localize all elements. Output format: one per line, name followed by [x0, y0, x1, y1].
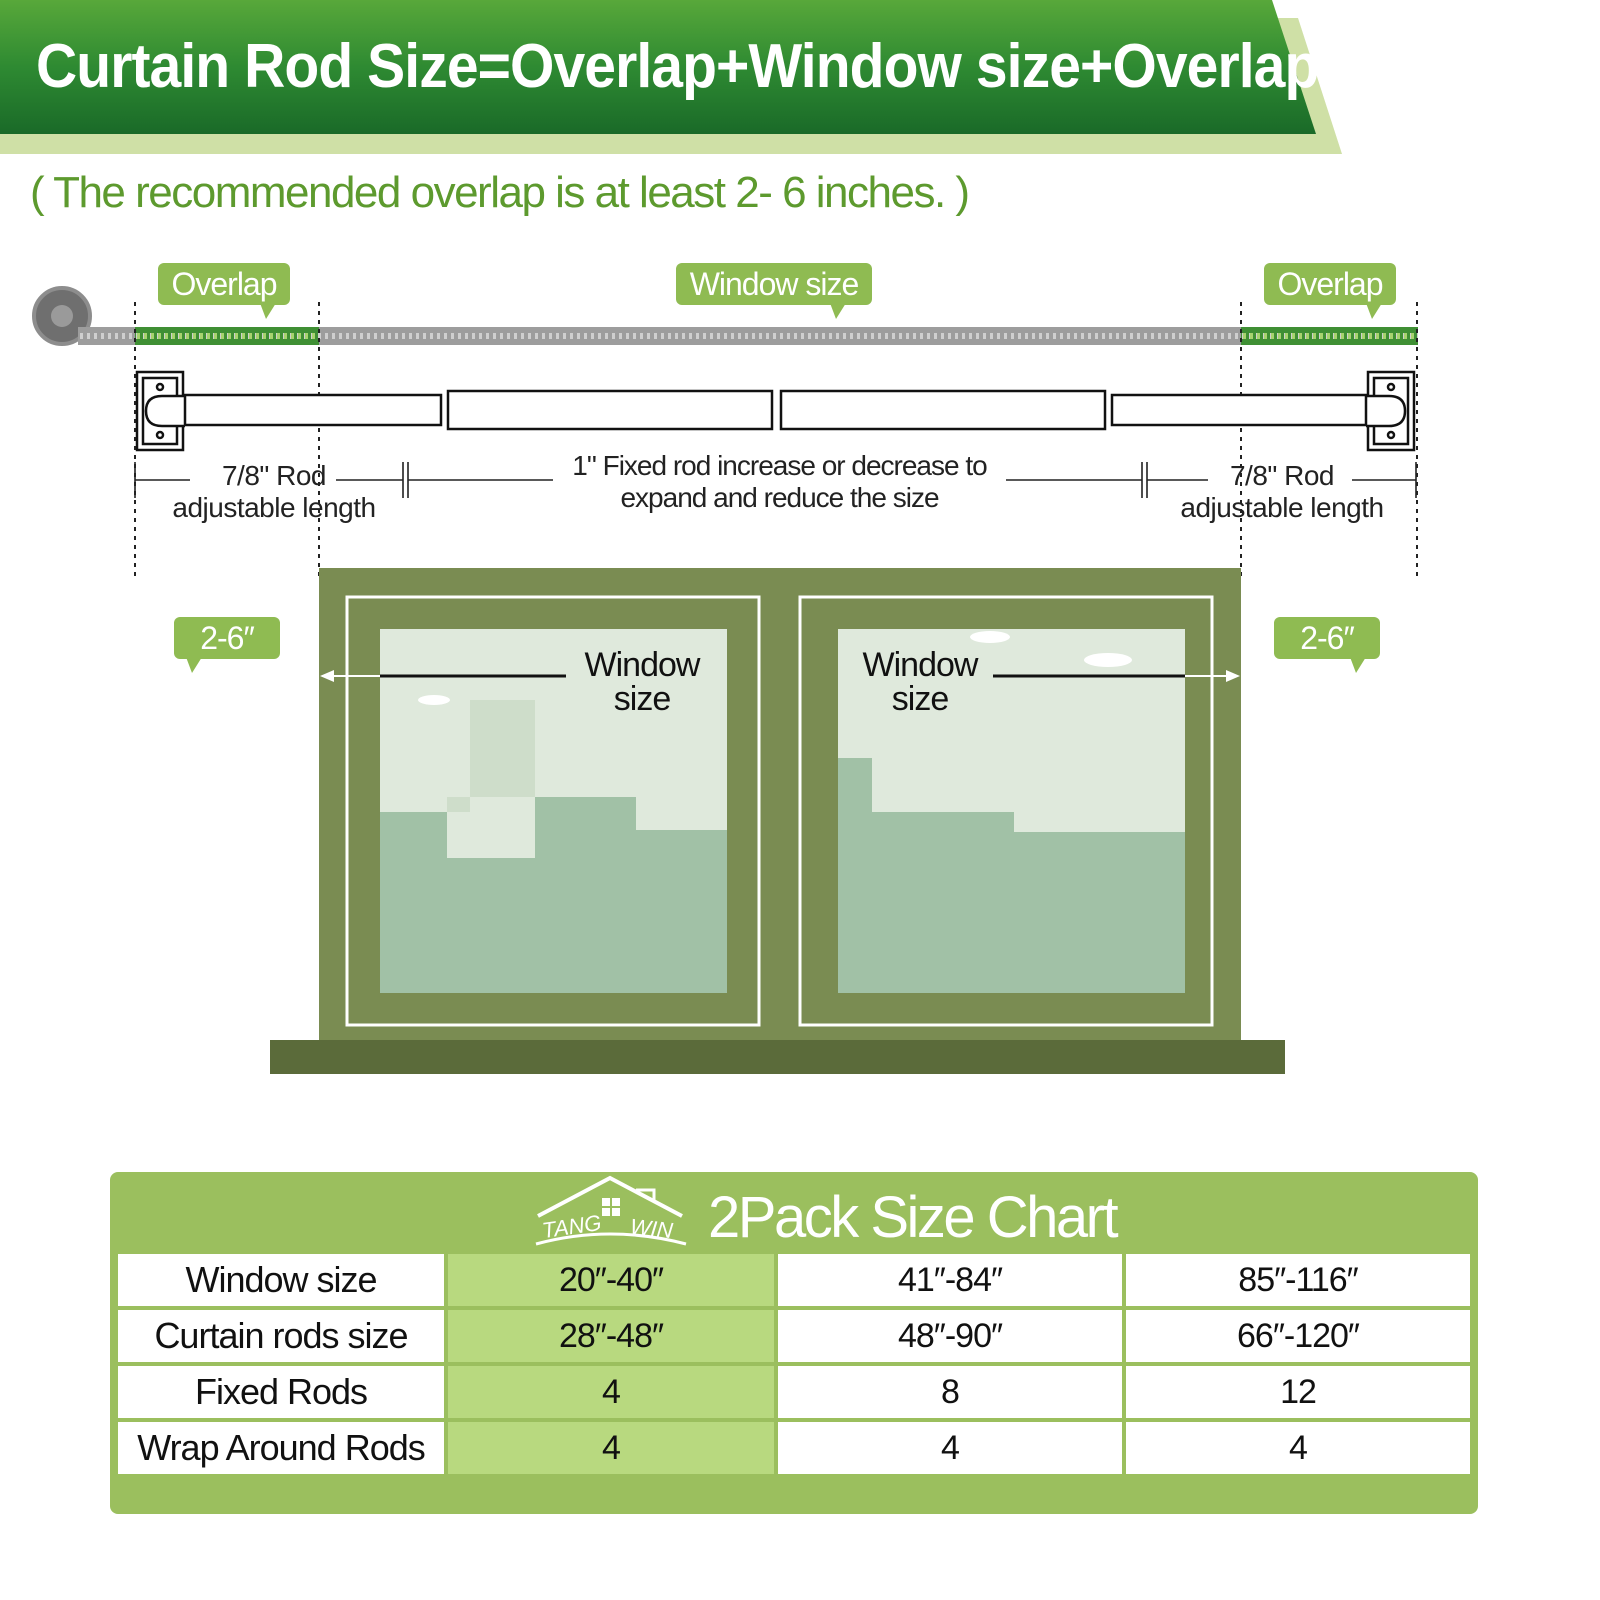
- table-cell: 12: [1126, 1366, 1470, 1418]
- table-row: Fixed Rods 4 8 12: [118, 1366, 1470, 1418]
- size-chart-table: Window size 20″-40″ 41″-84″ 85″-116″ Cur…: [114, 1250, 1474, 1478]
- rod-left-label: 7/8" Rod adjustable length: [150, 460, 398, 524]
- table-cell: 20″-40″: [448, 1254, 774, 1306]
- table-cell: 4: [448, 1366, 774, 1418]
- tape-measure: [32, 286, 1418, 346]
- rod-left-label-line2: adjustable length: [172, 492, 376, 523]
- left-gap-bubble: 2-6″: [174, 617, 280, 673]
- rod-right-label: 7/8" Rod adjustable length: [1158, 460, 1406, 524]
- table-cell: 85″-116″: [1126, 1254, 1470, 1306]
- row-label-curtain-rods-size: Curtain rods size: [118, 1310, 444, 1362]
- page-title: Curtain Rod Size=Overlap+Window size+Ove…: [36, 32, 1319, 101]
- fixed-rod-label-line1: 1" Fixed rod increase or decrease to: [572, 450, 987, 481]
- row-label-window-size: Window size: [118, 1254, 444, 1306]
- header-banner: [0, 0, 1342, 154]
- window-sill: [270, 1040, 1285, 1074]
- table-cell: 41″-84″: [778, 1254, 1122, 1306]
- right-gap-bubble: 2-6″: [1274, 617, 1380, 673]
- dimension-lines: [134, 462, 1417, 498]
- page-subtitle: ( The recommended overlap is at least 2-…: [30, 168, 970, 217]
- rod-right-label-line2: adjustable length: [1180, 492, 1384, 523]
- table-cell: 4: [1126, 1422, 1470, 1474]
- fixed-rod-label: 1" Fixed rod increase or decrease to exp…: [553, 450, 1006, 514]
- window-illustration: [270, 568, 1285, 1074]
- table-row: Wrap Around Rods 4 4 4: [118, 1422, 1470, 1474]
- rod-diagram: [32, 286, 1418, 1074]
- table-cell: 48″-90″: [778, 1310, 1122, 1362]
- table-row: Curtain rods size 28″-48″ 48″-90″ 66″-12…: [118, 1310, 1470, 1362]
- guide-lines: [134, 302, 1418, 580]
- size-chart-title: 2Pack Size Chart: [708, 1185, 1119, 1250]
- window-left-label-line1: Window: [584, 646, 701, 684]
- table-row: Window size 20″-40″ 41″-84″ 85″-116″: [118, 1254, 1470, 1306]
- row-label-fixed-rods: Fixed Rods: [118, 1366, 444, 1418]
- overlap-right-bubble: Overlap: [1264, 263, 1396, 319]
- row-label-wrap-around-rods: Wrap Around Rods: [118, 1422, 444, 1474]
- table-cell: 4: [778, 1422, 1122, 1474]
- window-right-label: Window size: [850, 648, 990, 716]
- window-size-bubble: Window size: [676, 263, 872, 319]
- rod-segments: [183, 389, 1368, 431]
- banner-shape: [0, 0, 1316, 134]
- table-cell: 66″-120″: [1126, 1310, 1470, 1362]
- table-cell: 28″-48″: [448, 1310, 774, 1362]
- overlap-left-bubble: Overlap: [158, 263, 290, 319]
- window-left-label-line2: size: [613, 680, 671, 718]
- window-size-arrows: [320, 670, 1240, 682]
- brand-text-right: WIN: [628, 1213, 675, 1244]
- brand-logo-icon: [535, 1175, 687, 1246]
- right-bracket-icon: [1366, 370, 1416, 452]
- table-cell: 4: [448, 1422, 774, 1474]
- rod-right-label-line1: 7/8" Rod: [1229, 460, 1335, 491]
- table-cell: 8: [778, 1366, 1122, 1418]
- window-right-label-line2: size: [891, 680, 949, 718]
- left-bracket-icon: [135, 370, 185, 452]
- window-left-label: Window size: [572, 648, 712, 716]
- fixed-rod-label-line2: expand and reduce the size: [620, 482, 939, 513]
- rod-left-label-line1: 7/8" Rod: [221, 460, 327, 491]
- window-right-label-line1: Window: [862, 646, 979, 684]
